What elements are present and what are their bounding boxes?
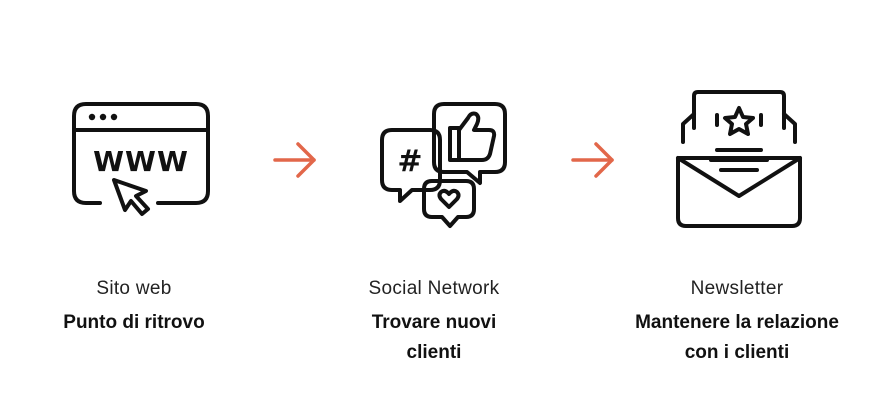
hash-label: # bbox=[397, 144, 422, 179]
website-www-cursor-icon: WWW bbox=[72, 102, 210, 216]
arrow-right-icon bbox=[273, 142, 316, 178]
step-subtitle: Trovare nuovi clienti bbox=[371, 312, 497, 363]
step-title: Sito web bbox=[96, 278, 172, 299]
social-chat-bubbles-icon: # bbox=[380, 102, 507, 228]
step-subtitle: Punto di ritrovo bbox=[63, 312, 205, 333]
step-sito-web: WWW Sito web Punto di ritrovo bbox=[4, 0, 264, 400]
arrow-right-icon bbox=[571, 142, 614, 178]
newsletter-envelope-icon bbox=[676, 90, 802, 228]
step-newsletter: Newsletter Mantenere la relazione con i … bbox=[607, 0, 867, 400]
step-subtitle: Mantenere la relazione con i clienti bbox=[635, 312, 839, 363]
step-social-network: # Social Network Trovare nuovi clienti bbox=[304, 0, 564, 400]
step-title: Newsletter bbox=[690, 278, 784, 299]
www-label: WWW bbox=[93, 145, 189, 178]
step-title: Social Network bbox=[368, 278, 500, 299]
